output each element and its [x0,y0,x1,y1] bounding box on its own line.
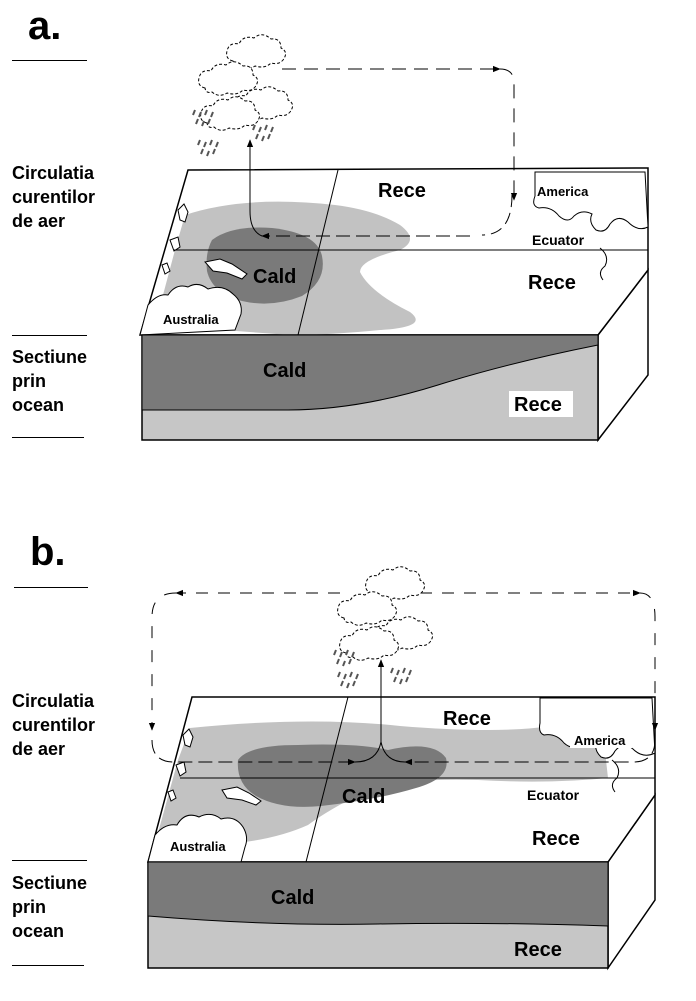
panel-b-top-rece-label: Rece [443,708,491,730]
panel-a-diagram: Rece Cald Rece America Ecuator Australia… [139,34,649,443]
panel-b-bottom-rule [12,965,84,966]
panel-b-mid-rule [12,860,87,861]
panel-a-america-land [533,171,649,232]
panel-a-ocean-label: Sectiune prin ocean [12,345,87,417]
panel-a-mid-rule [12,335,87,336]
panel-b-ocean-label-line3: ocean [12,921,65,941]
panel-b-air-label-line2: curentilor [12,715,96,735]
panel-a-section-cald-label: Cald [263,360,306,382]
panel-a-america-label: America [537,184,589,199]
panel-a-warm-pool-dark [206,227,323,304]
panel-a-australia-label: Australia [163,312,219,327]
panel-b-upper-air-flow [148,589,659,731]
panel-a-section-rece-label: Rece [514,394,562,416]
panel-a-surface-air-flow [246,139,513,240]
panel-b-america-bg [570,731,632,748]
panel-b-ocean-label: Sectiune prin ocean [12,871,87,943]
panel-b-surface-air-flow [151,659,656,766]
panel-b-top-rule [14,587,88,588]
panel-b-section-warm [147,861,609,927]
panel-a-australia-land [139,283,242,336]
panel-a-ocean-label-line3: ocean [12,395,65,415]
panel-a-section-warm [141,334,599,411]
panel-b-ecuator-label: Ecuator [527,787,580,803]
panel-a-air-label: Circulatia curentilor de aer [12,161,95,233]
panel-b-top-cald-label: Cald [342,786,385,808]
panel-a-air-label-line3: de aer [12,211,66,231]
panel-a-air-label-line1: Circulatia [12,163,95,183]
panel-b-ocean-label-line1: Sectiune [12,873,88,893]
panel-b-ocean-label-line2: prin [12,897,46,917]
panel-a-indonesia-islands [161,203,248,280]
panel-a-bottom-rule [12,437,84,438]
panel-a-ecuator-label: Ecuator [532,232,585,248]
panel-b-letter: b. [30,530,66,574]
panel-a-ocean-label-line2: prin [12,371,46,391]
panel-a-upper-air-flow [282,65,518,201]
panel-b-indonesia-islands [167,728,262,806]
panel-b-australia-land [147,813,248,863]
panel-b-right-rece-label: Rece [532,828,580,850]
panel-a-letter: a. [28,4,62,48]
panel-a-cloud-icon [192,34,294,157]
panel-a-section-rece-bg [509,391,573,417]
panel-b-australia-label: Australia [170,839,226,854]
panel-b-section-cald-label: Cald [271,887,314,909]
panel-b-air-label-line3: de aer [12,739,66,759]
panel-a-meridian [297,169,339,336]
panel-b-air-label-line1: Circulatia [12,691,95,711]
panel-b-cloud-icon [333,566,434,689]
panel-a-top-rece-label: Rece [378,180,426,202]
panel-b-meridian [305,696,349,863]
panel-a-right-rece-label: Rece [528,272,576,294]
panel-a-america-coast-south [599,247,608,281]
panel-a-top-cald-label: Cald [253,266,296,288]
panel-a-ocean-label-line1: Sectiune [12,347,88,367]
panel-a-air-label-line2: curentilor [12,187,96,207]
panel-b-diagram: Rece Cald Rece America Ecuator Australia… [147,566,659,971]
panel-b-section-rece-label: Rece [514,939,562,961]
panel-b-air-label: Circulatia curentilor de aer [12,689,95,761]
panel-a-top-rule [12,60,87,61]
panel-b-america-label: America [574,733,626,748]
